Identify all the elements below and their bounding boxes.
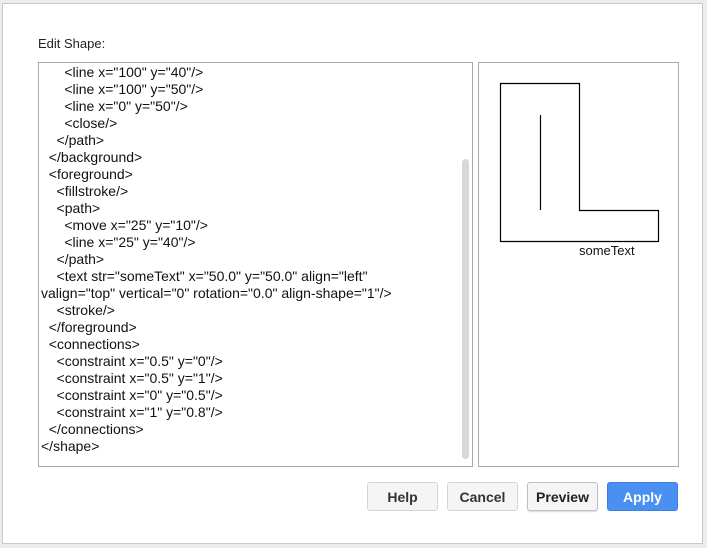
code-line: <constraint x="1" y="0.8"/> bbox=[41, 404, 223, 420]
code-line: <move x="25" y="10"/> bbox=[41, 217, 208, 233]
dialog-title: Edit Shape: bbox=[38, 36, 106, 51]
code-line: <constraint x="0" y="0.5"/> bbox=[41, 387, 223, 403]
preview-button[interactable]: Preview bbox=[527, 482, 598, 511]
code-line: <stroke/> bbox=[41, 302, 115, 318]
code-line: <line x="25" y="40"/> bbox=[41, 234, 196, 250]
preview-shape-outline bbox=[499, 82, 660, 243]
code-line: <connections> bbox=[41, 336, 140, 352]
code-line: <line x="100" y="40"/> bbox=[41, 64, 204, 80]
code-line: </background> bbox=[41, 149, 143, 165]
code-line: <close/> bbox=[41, 115, 118, 131]
xml-code[interactable]: <line x="100" y="40"/> <line x="100" y="… bbox=[41, 64, 392, 455]
code-line: <line x="0" y="50"/> bbox=[41, 98, 188, 114]
apply-button[interactable]: Apply bbox=[607, 482, 678, 511]
code-line: </connections> bbox=[41, 421, 144, 437]
code-line: valign="top" vertical="0" rotation="0.0"… bbox=[41, 285, 392, 301]
code-line: <fillstroke/> bbox=[41, 183, 129, 199]
code-line: <foreground> bbox=[41, 166, 133, 182]
preview-canvas: someText bbox=[499, 82, 660, 258]
code-line: <constraint x="0.5" y="1"/> bbox=[41, 370, 223, 386]
code-line: </path> bbox=[41, 251, 105, 267]
shape-xml-editor[interactable]: <line x="100" y="40"/> <line x="100" y="… bbox=[38, 62, 473, 467]
edit-shape-dialog bbox=[2, 3, 703, 544]
code-line: <text str="someText" x="50.0" y="50.0" a… bbox=[41, 268, 368, 284]
code-line: <path> bbox=[41, 200, 101, 216]
code-line: <constraint x="0.5" y="0"/> bbox=[41, 353, 223, 369]
cancel-button[interactable]: Cancel bbox=[447, 482, 518, 511]
code-line: </path> bbox=[41, 132, 105, 148]
shape-preview: someText bbox=[478, 62, 679, 467]
editor-scrollbar[interactable] bbox=[462, 159, 469, 459]
code-line: </shape> bbox=[41, 438, 100, 454]
help-button[interactable]: Help bbox=[367, 482, 438, 511]
code-line: <line x="100" y="50"/> bbox=[41, 81, 204, 97]
preview-text: someText bbox=[579, 243, 635, 258]
code-line: </foreground> bbox=[41, 319, 137, 335]
